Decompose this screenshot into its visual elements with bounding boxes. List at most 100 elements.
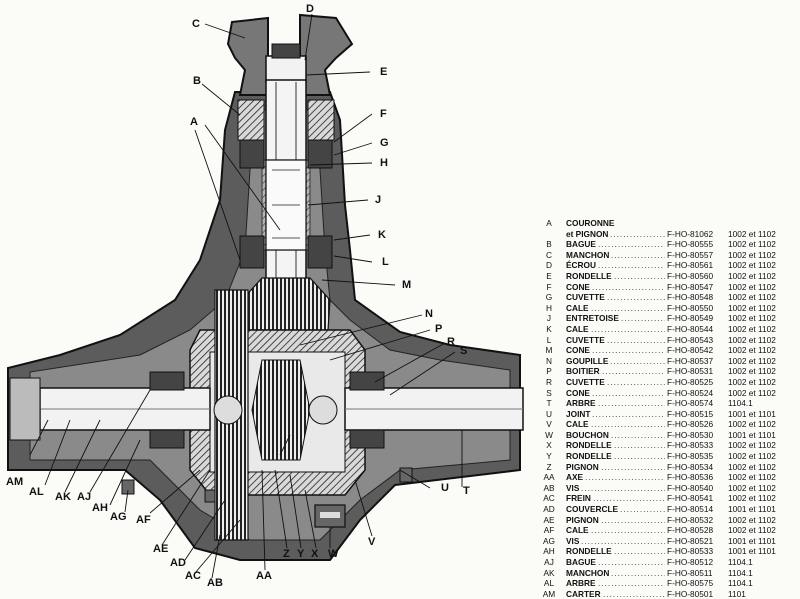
part-name: PIGNON bbox=[566, 461, 599, 472]
part-name: CUVETTE bbox=[566, 334, 605, 345]
part-name: BAGUE bbox=[566, 239, 596, 250]
top-flange bbox=[226, 13, 354, 96]
part-name: ARBRE bbox=[566, 578, 596, 589]
part-letter: AG bbox=[543, 535, 555, 546]
part-reference: F-HO-80531 bbox=[667, 366, 714, 377]
upper-bearings bbox=[237, 99, 335, 269]
part-name: CALE bbox=[566, 419, 589, 430]
callout-al: AL bbox=[29, 486, 44, 498]
part-reference: F-HO-81062 bbox=[667, 228, 714, 239]
part-reference: F-HO-80534 bbox=[667, 461, 714, 472]
part-models: 1002 et 1102 bbox=[728, 472, 776, 483]
part-name: MANCHON bbox=[566, 567, 610, 578]
dot-leader: .................. bbox=[610, 228, 665, 239]
leader-lines bbox=[29, 13, 463, 579]
callout-f: F bbox=[380, 108, 387, 120]
part-letter: S bbox=[546, 387, 552, 398]
part-reference: F-HO-80524 bbox=[667, 387, 714, 398]
part-name: ARBRE bbox=[566, 398, 596, 409]
part-reference: F-HO-80548 bbox=[667, 292, 714, 303]
part-letter: AC bbox=[543, 493, 555, 504]
part-models: 1104.1 bbox=[728, 398, 753, 409]
part-letter: AH bbox=[543, 546, 555, 557]
drain-plug bbox=[314, 504, 346, 528]
part-reference: F-HO-80549 bbox=[667, 313, 714, 324]
part-models: 1002 et 1102 bbox=[728, 345, 776, 356]
callout-p: P bbox=[435, 323, 443, 335]
part-name: BOITIER bbox=[566, 366, 600, 377]
part-name: et PIGNON bbox=[566, 228, 609, 239]
part-reference: F-HO-80526 bbox=[667, 419, 714, 430]
dot-leader: ........................ bbox=[591, 525, 665, 536]
dot-leader: .................. bbox=[611, 429, 665, 440]
callout-r: R bbox=[447, 336, 455, 348]
part-name: RONDELLE bbox=[566, 546, 612, 557]
part-letter: AE bbox=[543, 514, 555, 525]
dot-leader: .................. bbox=[610, 355, 665, 366]
callout-m: M bbox=[402, 279, 412, 291]
part-models: 1002 et 1102 bbox=[728, 334, 776, 345]
part-letter: R bbox=[546, 376, 552, 387]
callout-am: AM bbox=[6, 476, 24, 488]
dot-leader: ...................... bbox=[598, 557, 665, 567]
part-letter: AK bbox=[543, 567, 555, 578]
dot-leader: ................... bbox=[607, 292, 665, 303]
part-reference: F-HO-80575 bbox=[667, 578, 714, 589]
dot-leader: ............................ bbox=[581, 535, 665, 546]
part-letter: AJ bbox=[544, 557, 554, 567]
part-models: 1002 et 1102 bbox=[728, 419, 776, 430]
callout-a: A bbox=[190, 116, 198, 128]
part-name: JOINT bbox=[566, 408, 591, 419]
part-letter: K bbox=[546, 323, 552, 334]
callout-d: D bbox=[306, 3, 314, 15]
part-reference: F-HO-80528 bbox=[667, 525, 714, 536]
callout-af: AF bbox=[136, 514, 151, 526]
part-models: 1104.1 bbox=[728, 567, 753, 578]
part-reference: F-HO-80547 bbox=[667, 281, 714, 292]
part-models: 1104.1 bbox=[728, 557, 753, 567]
part-letter: A bbox=[546, 218, 552, 228]
callout-v: V bbox=[368, 536, 376, 548]
part-reference: F-HO-80530 bbox=[667, 429, 714, 440]
part-letter: W bbox=[545, 429, 553, 440]
part-reference: F-HO-80574 bbox=[667, 398, 714, 409]
callout-ah: AH bbox=[92, 502, 108, 514]
part-models: 1002 et 1102 bbox=[728, 313, 776, 324]
part-letter: AL bbox=[543, 578, 555, 589]
dot-leader: ..................... bbox=[602, 366, 665, 377]
part-models: 1101 bbox=[728, 588, 746, 599]
dot-leader: ...................... bbox=[598, 578, 665, 589]
part-name: VIS bbox=[566, 535, 580, 546]
dot-leader: ........................ bbox=[591, 302, 665, 313]
part-letter: AM bbox=[542, 588, 556, 599]
part-models: 1002 et 1102 bbox=[728, 461, 776, 472]
callout-c: C bbox=[192, 18, 200, 30]
part-reference: F-HO-80521 bbox=[667, 535, 714, 546]
part-reference: F-HO-80525 bbox=[667, 376, 714, 387]
part-models: 1002 et 1102 bbox=[728, 493, 776, 504]
part-models: 1002 et 1102 bbox=[728, 514, 776, 525]
part-name: VIS bbox=[566, 482, 580, 493]
callout-ag: AG bbox=[110, 511, 127, 523]
part-models: 1002 et 1102 bbox=[728, 366, 776, 377]
dot-leader: ........................ bbox=[591, 323, 665, 334]
